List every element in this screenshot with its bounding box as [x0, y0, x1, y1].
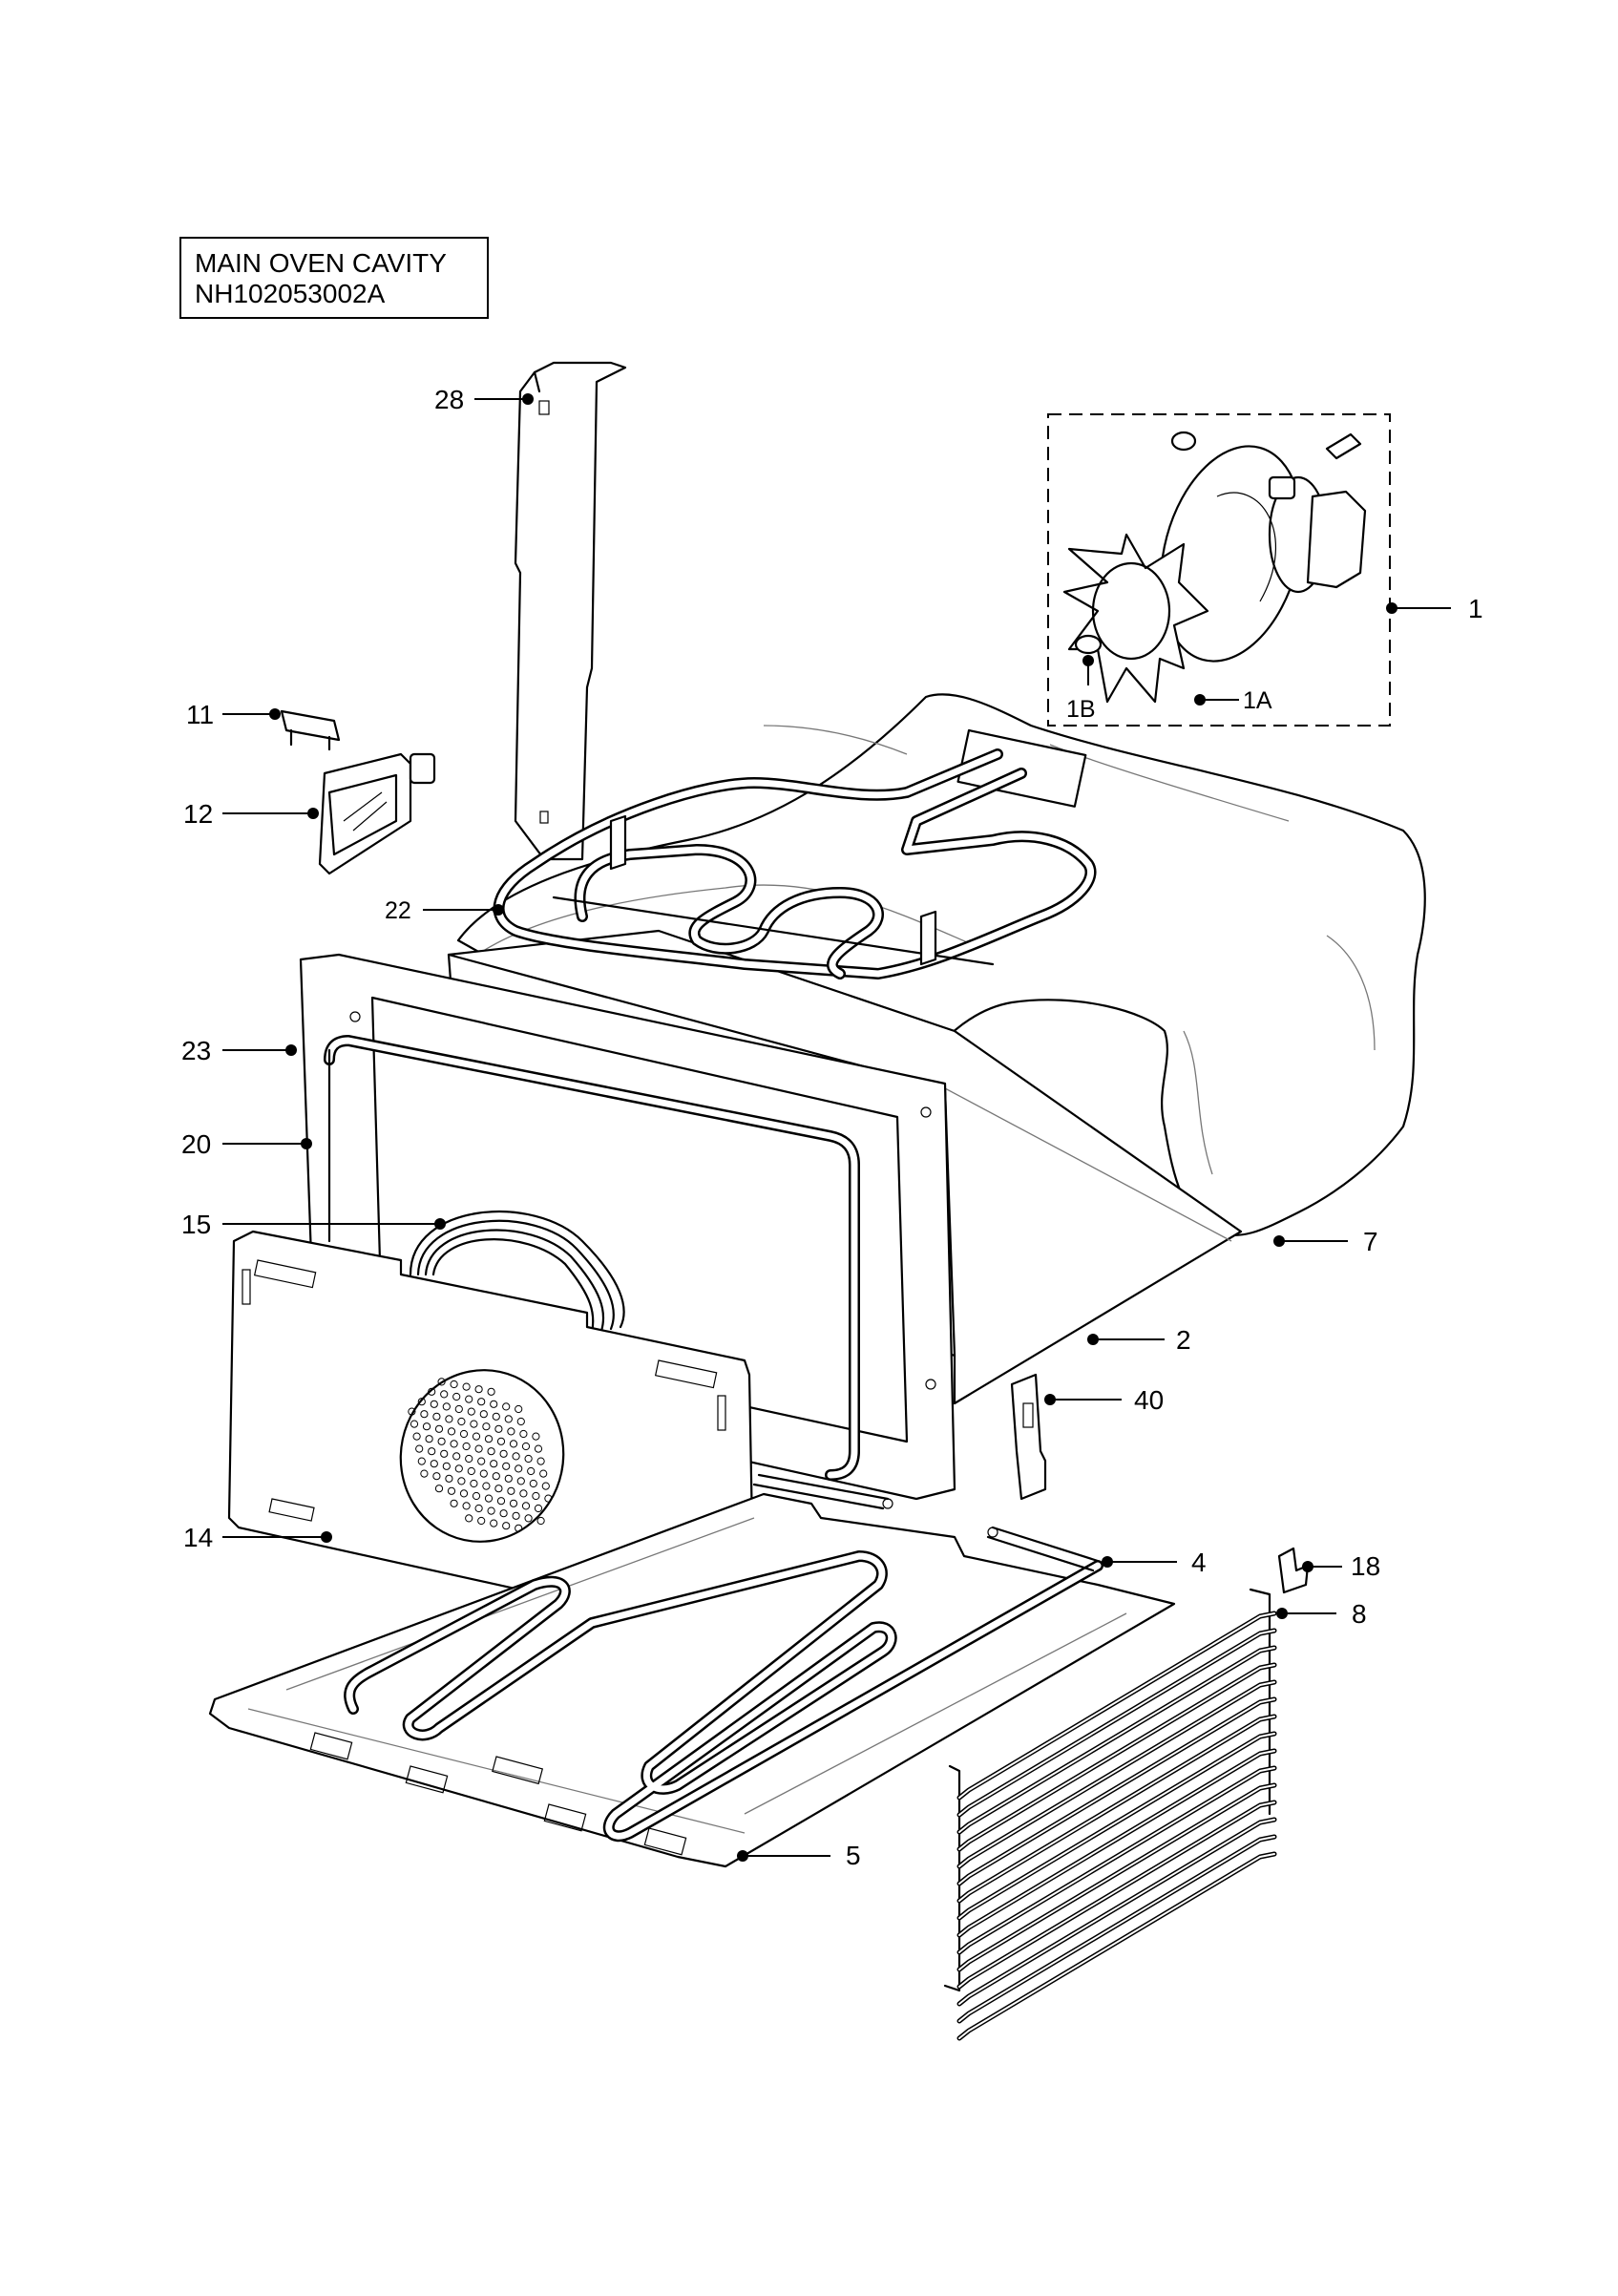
callout-4: 4	[1102, 1548, 1207, 1577]
callout-11: 11	[186, 700, 281, 729]
callout-label-14: 14	[183, 1523, 213, 1552]
callout-label-15: 15	[181, 1210, 211, 1239]
diagram-title-box: MAIN OVEN CAVITY NH102053002A	[179, 237, 489, 319]
callout-40: 40	[1044, 1385, 1164, 1415]
callout-1b: 1B	[1066, 655, 1096, 723]
callout-22: 22	[385, 897, 504, 924]
callout-label-22: 22	[385, 897, 411, 924]
callout-label-12: 12	[183, 799, 213, 829]
back-panel	[227, 1230, 756, 1639]
callouts: 28 1 1A 1B 11 12	[181, 385, 1483, 1870]
callout-18: 18	[1302, 1551, 1380, 1581]
grill-element	[493, 728, 1097, 979]
callout-12: 12	[183, 799, 319, 829]
callout-label-18: 18	[1351, 1551, 1380, 1581]
callout-label-11: 11	[186, 700, 214, 729]
callout-label-2: 2	[1176, 1325, 1191, 1355]
insulation-wrap	[456, 693, 1426, 1236]
callout-7: 7	[1273, 1227, 1378, 1256]
callout-20: 20	[181, 1129, 312, 1159]
diagram-code: NH102053002A	[195, 279, 386, 308]
light-assembly	[318, 752, 436, 875]
fan-assembly	[1047, 413, 1391, 727]
shelf-runner	[943, 1588, 1277, 2041]
callout-label-1b: 1B	[1066, 696, 1096, 723]
light-bracket	[280, 709, 341, 751]
callout-label-1: 1	[1468, 594, 1483, 623]
callout-label-5: 5	[846, 1841, 861, 1870]
callout-label-7: 7	[1363, 1227, 1378, 1256]
callout-label-28: 28	[434, 385, 464, 414]
callout-1a: 1A	[1194, 687, 1272, 714]
callout-2: 2	[1087, 1325, 1191, 1355]
base-element	[344, 1473, 1103, 1843]
door-seal	[324, 1035, 860, 1481]
fan-cover-grille	[408, 1378, 553, 1532]
callout-label-1a: 1A	[1243, 687, 1272, 714]
callout-label-23: 23	[181, 1036, 211, 1065]
diagram-title: MAIN OVEN CAVITY	[195, 248, 447, 278]
callout-label-8: 8	[1352, 1599, 1367, 1629]
callout-label-4: 4	[1191, 1548, 1207, 1577]
callout-28: 28	[434, 385, 534, 414]
callout-1: 1	[1386, 594, 1483, 623]
thermostat-bracket	[1010, 1373, 1047, 1501]
cable-harness	[409, 1211, 625, 1335]
callout-5: 5	[737, 1841, 861, 1870]
callout-15: 15	[181, 1210, 446, 1239]
callout-23: 23	[181, 1036, 297, 1065]
oven-base	[208, 1492, 1176, 1868]
callout-14: 14	[183, 1523, 332, 1552]
shelf-clip	[1277, 1547, 1310, 1594]
callout-label-20: 20	[181, 1129, 211, 1159]
support-bracket	[514, 361, 627, 861]
callout-label-40: 40	[1134, 1385, 1164, 1415]
callout-8: 8	[1276, 1599, 1367, 1629]
